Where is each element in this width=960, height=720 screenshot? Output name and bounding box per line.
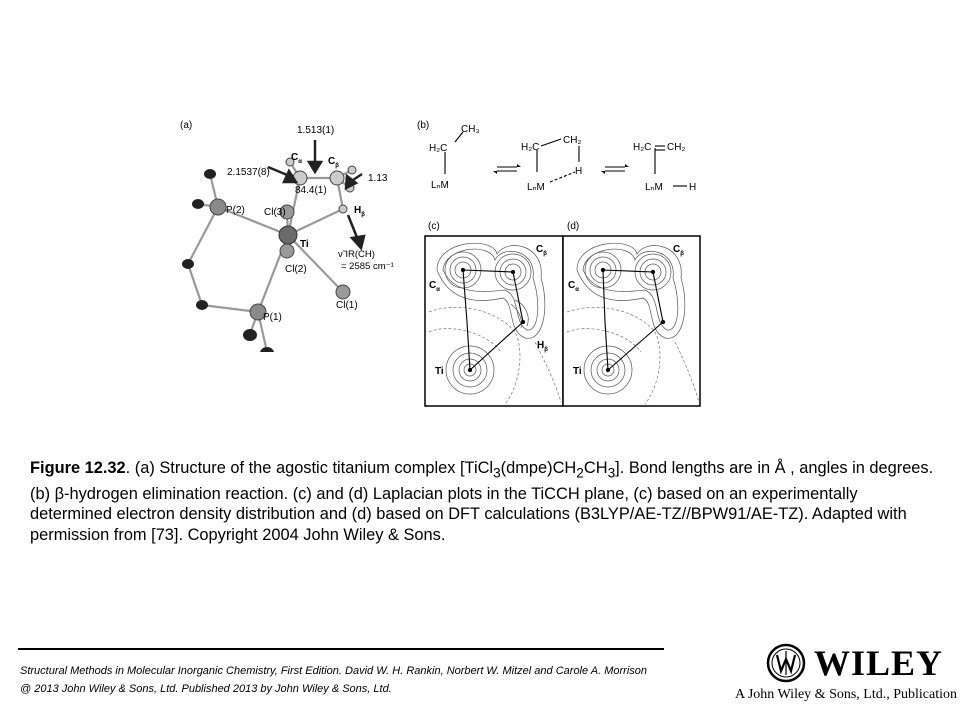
reaction-scheme: (b) H₂C CH₃ LₙM H₂C CH₂ H LₙM H₂C CH₂ Lₙ… (417, 120, 696, 193)
plot-d-ti: Ti (573, 366, 582, 377)
plot-d-cb: Cβ (673, 244, 684, 257)
atom-label-ca: Cα (291, 152, 302, 165)
atom-label-p2: P(2) (226, 205, 245, 216)
footer-line-2: @ 2013 John Wiley & Sons, Ltd. Published… (20, 683, 392, 695)
wiley-logo: WILEY A John Wiley & Sons, Ltd., Publica… (735, 640, 957, 706)
caption-sub-1: 3 (493, 465, 501, 481)
reactant-metal: LₙM (431, 180, 449, 191)
atom-label-hb: Hβ (354, 205, 365, 218)
ir-frequency-symbol: ν̃ IR(CH) (338, 249, 375, 260)
laplacian-plots: (c) Cβ Cα Hβ Ti (d) Cβ Cα Ti (424, 221, 701, 407)
caption-text-2: (dmpe)CH (500, 459, 577, 477)
atom-label-cb: Cβ (328, 156, 339, 169)
atom-label-cl1: Cl(1) (336, 300, 358, 311)
figure-caption: Figure 12.32. (a) Structure of the agost… (30, 458, 935, 546)
atom-label-ti: Ti (300, 239, 309, 250)
product-h: H (689, 182, 696, 193)
plot-c-cb: Cβ (536, 244, 547, 257)
product-metal: LₙM (645, 182, 663, 193)
caption-sub-2: 2 (576, 465, 584, 481)
caption-text-3: CH (583, 459, 608, 477)
panel-b-label: (b) (417, 120, 429, 131)
reactant-h2c: H₂C (429, 143, 447, 154)
atom-label-cl3: Cl(3) (264, 207, 286, 218)
logo-wordmark: WILEY (814, 643, 944, 683)
plot-c-ca: Cα (429, 280, 440, 293)
plot-d-ca: Cα (568, 280, 579, 293)
product-h2c: H₂C (633, 142, 651, 153)
atom-label-p1: P(1) (263, 312, 282, 323)
intermediate-ch2: CH₂ (563, 135, 581, 146)
product-ch2: CH₂ (667, 142, 685, 153)
caption-sub-3: 3 (607, 465, 616, 481)
plot-c-hb: Hβ (537, 340, 548, 353)
intermediate-h2c: H₂C (521, 142, 539, 153)
logo-tagline: A John Wiley & Sons, Ltd., Publication (735, 687, 958, 702)
panel-d-label: (d) (567, 221, 579, 232)
bond-length-ti-ca: 2.1537(8) (227, 167, 270, 178)
panel-a-label: (a) (180, 120, 192, 131)
atom-label-cl2: Cl(2) (285, 264, 307, 275)
figure-number: Figure 12.32 (30, 459, 126, 477)
bond-length-ca-cb: 1.513(1) (297, 125, 334, 136)
footer-citation: Structural Methods in Molecular Inorgani… (20, 662, 647, 698)
plot-c-ti: Ti (435, 366, 444, 377)
footer-divider (18, 648, 664, 650)
caption-text-4: ]. Bond lengths are in Å , angles in deg… (30, 459, 934, 545)
wiley-emblem-icon (766, 643, 806, 683)
ir-frequency-value: = 2585 cm⁻¹ (341, 261, 394, 272)
reactant-ch3: CH₃ (461, 124, 480, 135)
structure-diagram: (a) 1.513(1) 2.1537(8) 84.4(1) 1.13 Cα C… (180, 120, 394, 352)
intermediate-h: H (575, 166, 582, 177)
panel-c-label: (c) (428, 221, 440, 232)
intermediate-metal: LₙM (527, 182, 545, 193)
bond-length-ch: 1.13 (368, 173, 388, 184)
angle-label: 84.4(1) (295, 185, 327, 196)
footer-line-1: Structural Methods in Molecular Inorgani… (20, 665, 647, 677)
caption-text-1: . (a) Structure of the agostic titanium … (125, 459, 494, 477)
